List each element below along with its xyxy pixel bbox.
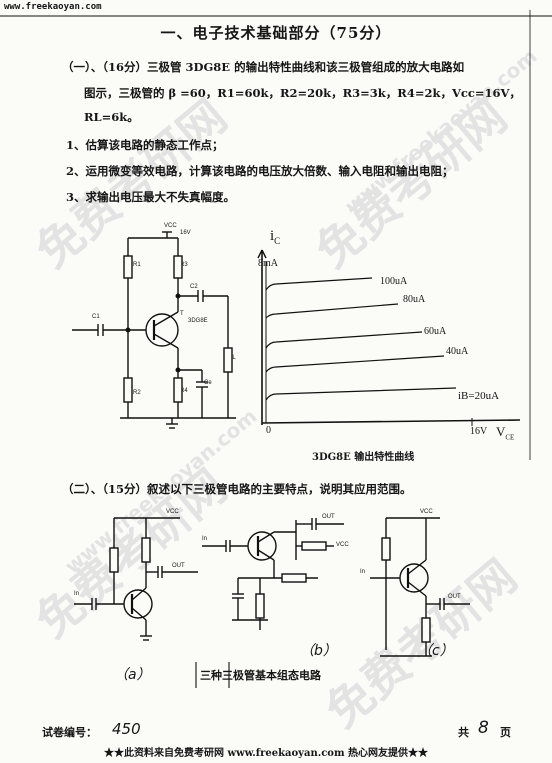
chart-origin-label: 0 [266,425,271,436]
section2-caption: 三种三极管基本组态电路 [200,669,321,682]
chart-curve-label: 40uA [446,346,469,357]
circuit-b-in-label: In [202,536,208,542]
circuit-c-out-label: OUT [448,594,461,600]
circuit-c-vcc-label: VCC [420,509,433,515]
chart-y-max-label: 8mA [258,258,278,269]
chart-ib-label: iB=20uA [458,390,500,402]
circuit-a-label: （a） [114,667,151,683]
circuit1-r4-label: R4 [180,388,188,394]
circuit1-vcc-value: 16V [180,230,191,236]
chart-y-axis-label: iC [270,228,281,246]
page-unit: 页 [500,726,511,739]
circuit-a-vcc-label: VCC [166,509,179,515]
chart-curve-label: 80uA [403,294,426,305]
total-label: 共 [458,726,469,739]
circuit1-r3-label: R3 [180,262,188,268]
circuit-b-label: （b） [300,643,337,659]
header-url: www.freekaoyan.com [4,2,102,12]
footer-banner: ★★此资料来自免费考研网 www.freekaoyan.com 热心网友提供★★ [104,748,429,759]
question-3: 3、求输出电压最大不失真幅度。 [66,190,235,204]
curve-100ua [265,277,373,291]
chart-curve-label: 100uA [380,276,408,287]
chart-x-axis-label: VCE [496,424,515,442]
section1-rl: RL=6k。 [84,110,139,124]
circuit1-r2-label: R2 [133,390,141,396]
circuit-c-label: （c） [418,643,454,659]
circuit-b-out-label: OUT [322,514,335,520]
circuit-a-out-label: OUT [172,563,185,569]
section1-lead: （一）、（16分）三极管 3DG8E 的输出特性曲线和该三极管组成的放大电路如 [62,60,465,74]
question-1: 1、估算该电路的静态工作点； [66,138,224,152]
curve-40ua [265,355,445,373]
curve-20ua [265,387,457,401]
curve-60ua [265,331,423,349]
page-title: 一、电子技术基础部分（75分） [160,24,392,42]
circuit-1-schematic [72,231,236,429]
question-2: 2、运用微变等效电路，计算该电路的电压放大倍数、输入电阻和输出电阻； [66,164,454,178]
circuit1-ce-label: Ce [204,380,212,386]
circuit1-model-label: 3DG8E [188,318,208,324]
circuit1-t-label: T [180,311,184,317]
circuit-b-schematic [202,518,344,630]
circuit-c-in-label: In [360,569,366,575]
circuit1-c1-label: C1 [92,314,100,320]
circuit-a-schematic [74,517,198,641]
circuit-c-schematic [370,517,470,657]
section1-params: 图示，三极管的 β =60，R1=60k，R2=20k，R3=3k，R4=2k，… [84,86,521,100]
circuit1-c2-label: C2 [190,284,198,290]
circuit1-vcc-label: VCC [164,223,177,229]
chart-caption: 3DG8E 输出特性曲线 [312,452,415,463]
section2-lead: （二）、（15分）叙述以下三极管电路的主要特点，说明其应用范围。 [62,482,412,496]
exam-number-label: 试卷编号： [42,726,97,739]
page-count: 8 [478,718,489,738]
circuit-b-vcc-label: VCC [336,542,349,548]
circuit1-r1-label: R1 [133,262,141,268]
chart-curve-label: 60uA [424,326,447,337]
curve-80ua [265,303,399,319]
output-characteristic-chart [257,249,521,426]
circuit-a-in-label: In [74,591,80,597]
chart-x-max-label: 16V [470,426,488,437]
exam-number: 450 [112,720,141,738]
